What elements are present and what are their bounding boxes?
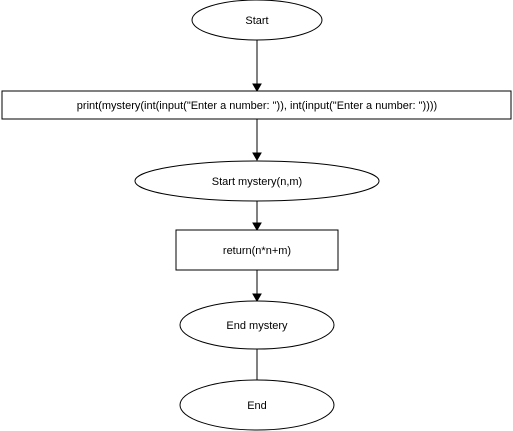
end-ellipse [179,379,335,431]
node-end: End [179,379,335,431]
start-mystery-label: Start mystery(n,m) [212,176,302,188]
print-call-rect [1,90,512,120]
return-label: return(n*n+m) [223,245,291,257]
start-ellipse [191,0,323,41]
node-print-call: print(mystery(int(input("Enter a number:… [1,90,512,120]
return-rect [175,229,339,271]
end-mystery-ellipse [179,300,335,350]
arrowhead-print [252,83,262,93]
start-mystery-ellipse [134,160,380,202]
end-label: End [247,400,267,412]
node-end-mystery: End mystery [179,300,335,350]
start-label: Start [245,15,268,27]
arrowhead-start-mystery [252,152,262,162]
node-return: return(n*n+m) [175,229,339,271]
end-mystery-label: End mystery [226,320,288,332]
node-start-mystery: Start mystery(n,m) [134,160,380,202]
flowchart-edges [252,40,262,380]
node-start: Start [191,0,323,41]
arrowhead-end-mystery [252,293,262,303]
print-call-label: print(mystery(int(input("Enter a number:… [77,100,437,112]
arrowhead-return [252,222,262,232]
